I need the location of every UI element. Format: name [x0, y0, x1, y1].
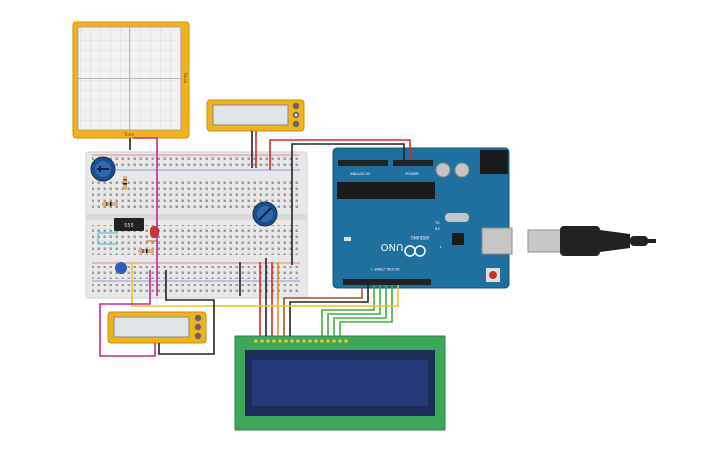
- lcd-pins: [254, 339, 348, 343]
- ic-555[interactable]: 555: [114, 218, 144, 231]
- capacitor-icon: [115, 262, 127, 274]
- oscilloscope[interactable]: Value Time: [72, 21, 190, 139]
- digital-label: DIGITAL (PWM~): [370, 267, 400, 271]
- oscilloscope-x-label: Time: [123, 132, 134, 137]
- wires: [99, 131, 411, 357]
- multimeter-terminal-icon: [292, 102, 300, 110]
- l-label: L: [440, 245, 442, 249]
- lcd-screen: [252, 360, 428, 406]
- analog-in-label: ANALOG IN: [350, 172, 370, 176]
- power-jack-icon: [480, 150, 508, 174]
- resistor-2[interactable]: [102, 202, 118, 206]
- reset-button-icon[interactable]: [489, 271, 497, 279]
- rx-label: RX: [435, 227, 440, 231]
- multimeter-top[interactable]: [206, 99, 305, 132]
- capacitor[interactable]: [115, 262, 127, 274]
- potentiometer-right[interactable]: [252, 201, 278, 227]
- ic-label: 555: [124, 223, 134, 229]
- resistor-1[interactable]: [123, 176, 127, 190]
- oscilloscope-y-label: Value: [183, 73, 188, 85]
- multimeter-bottom[interactable]: [107, 311, 207, 344]
- resistor-3[interactable]: [138, 249, 154, 253]
- power-label: POWER: [405, 172, 419, 176]
- potentiometer-left[interactable]: [90, 156, 116, 182]
- tx-label: TX: [434, 221, 440, 225]
- arduino-uno[interactable]: ANALOG IN POWER UNO ARDUINO DIGITAL (PWM…: [332, 147, 513, 289]
- usb-cable-icon[interactable]: [527, 226, 656, 256]
- lcd-display[interactable]: [234, 335, 446, 431]
- potentiometer-icon: [99, 166, 101, 172]
- arduino-brand-label: ARDUINO: [411, 235, 430, 240]
- uno-label: UNO: [381, 241, 404, 252]
